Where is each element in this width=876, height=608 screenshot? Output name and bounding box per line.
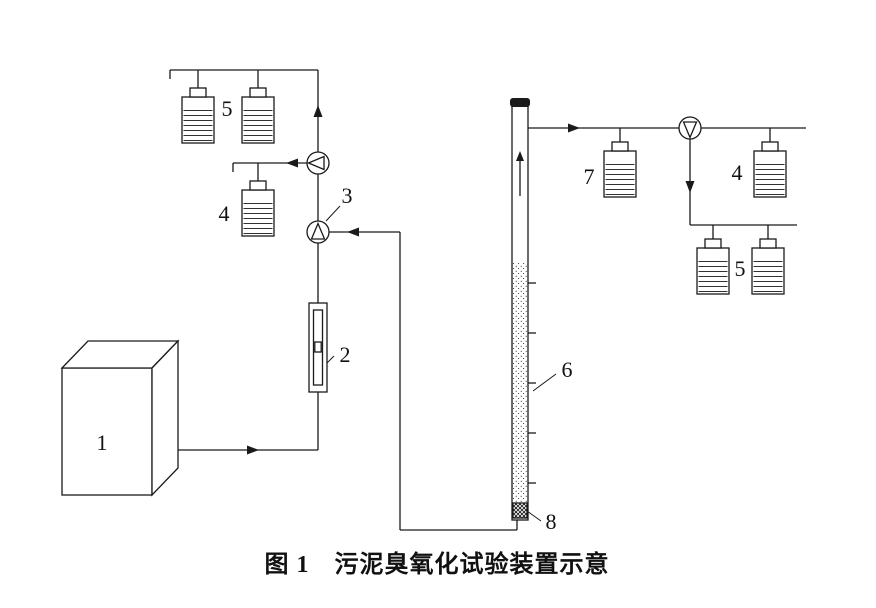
label-absorber-right-7: 7	[584, 164, 595, 189]
gas-bottle-5-left-b	[241, 87, 275, 144]
pump-left	[306, 151, 330, 175]
gas-bottle-5-left-a	[181, 87, 215, 144]
flowmeter	[308, 302, 328, 393]
figure-caption: 图 1 污泥臭氧化试验装置示意	[265, 550, 610, 578]
flow-arrow-right	[568, 123, 580, 133]
label-reaction-column: 6	[562, 357, 573, 382]
flow-arrow-left	[347, 227, 359, 237]
diffuser-leader-line	[526, 510, 542, 522]
valve-3	[306, 220, 330, 244]
flow-arrow-right	[247, 445, 259, 455]
label-absorber-right-4: 4	[732, 160, 743, 185]
label-valve: 3	[342, 183, 353, 208]
valve-leader-line	[325, 205, 341, 222]
flowmeter-leader-line	[326, 355, 335, 364]
label-diffuser: 8	[546, 509, 557, 534]
label-generator: 1	[97, 430, 108, 455]
gas-bottle-5-right-b	[751, 238, 785, 295]
gas-bottle-5-right-a	[696, 238, 730, 295]
reaction-column	[510, 98, 536, 521]
column-flow-arrow	[516, 151, 524, 161]
label-absorber-right-5: 5	[735, 256, 746, 281]
gas-bottle-4-left	[241, 180, 275, 237]
label-absorber-left-4: 4	[219, 201, 230, 226]
diffuser	[512, 502, 528, 519]
ozone-generator	[60, 339, 180, 497]
feed-piping	[169, 69, 518, 531]
column-leader-line	[532, 373, 557, 392]
label-flowmeter: 2	[340, 342, 351, 367]
gas-bottle-4-right	[753, 141, 787, 198]
gas-bottle-7	[603, 141, 637, 198]
flow-arrow-left	[286, 158, 298, 168]
pump-right	[678, 116, 702, 140]
label-absorber-left-5: 5	[222, 96, 233, 121]
flow-arrow-down	[685, 181, 695, 193]
flow-arrows	[247, 105, 695, 455]
flow-arrow-up	[313, 105, 323, 117]
